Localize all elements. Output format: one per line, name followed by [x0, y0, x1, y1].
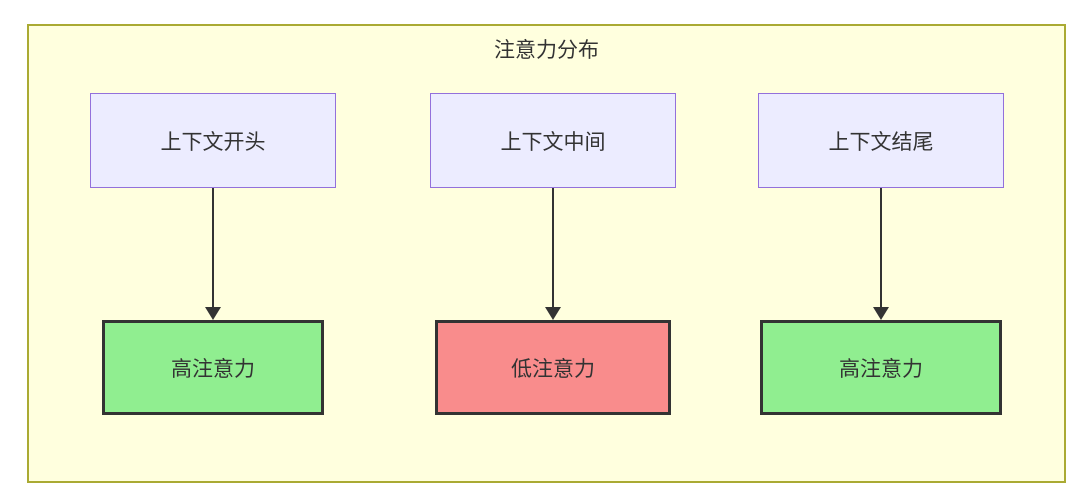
target-node-label: 低注意力: [511, 356, 595, 381]
target-node-low-attention: 低注意力: [435, 320, 671, 415]
arrowhead-down-icon: [205, 307, 221, 320]
flow-column-context-middle: 上下文中间 低注意力: [430, 93, 676, 415]
flow-column-context-start: 上下文开头 高注意力: [90, 93, 336, 415]
target-node-label: 高注意力: [839, 356, 923, 381]
attention-distribution-container: 注意力分布 上下文开头 高注意力 上下文中间 低注意力: [27, 24, 1066, 483]
arrow-line: [212, 188, 214, 307]
source-node-label: 上下文开头: [160, 129, 266, 154]
arrowhead-down-icon: [873, 307, 889, 320]
target-node-high-attention: 高注意力: [760, 320, 1002, 415]
source-node-context-start: 上下文开头: [90, 93, 336, 188]
arrow-line: [552, 188, 554, 307]
arrow-line: [880, 188, 882, 307]
target-node-high-attention: 高注意力: [102, 320, 324, 415]
source-node-label: 上下文结尾: [828, 129, 934, 154]
target-node-label: 高注意力: [171, 356, 255, 381]
arrow-down: [873, 188, 889, 320]
source-node-context-end: 上下文结尾: [758, 93, 1004, 188]
arrow-down: [545, 188, 561, 320]
diagram-title: 注意力分布: [494, 38, 599, 62]
arrow-down: [205, 188, 221, 320]
source-node-context-middle: 上下文中间: [430, 93, 676, 188]
source-node-label: 上下文中间: [500, 129, 606, 154]
arrowhead-down-icon: [545, 307, 561, 320]
flow-column-context-end: 上下文结尾 高注意力: [758, 93, 1004, 415]
